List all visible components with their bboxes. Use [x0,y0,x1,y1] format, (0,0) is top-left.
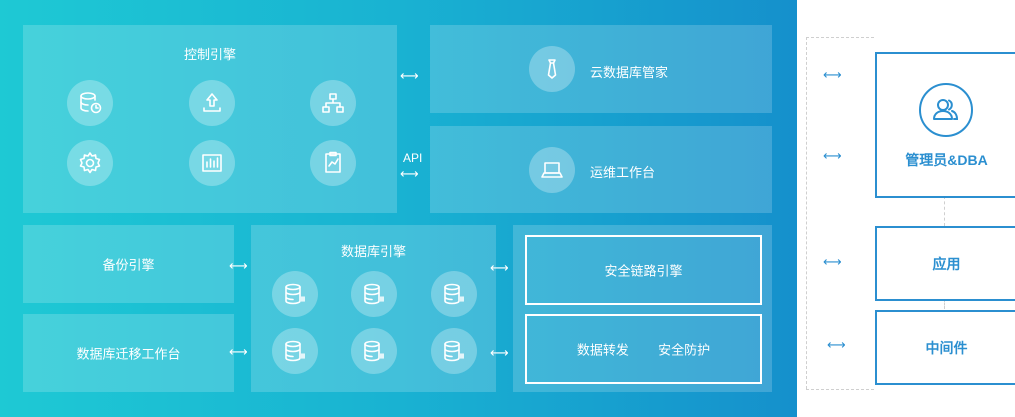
db-engine-panel: 数据库引擎 [251,225,496,392]
upload-icon [189,80,235,126]
ops-workbench-label: 运维工作台 [590,165,656,180]
network-icon [310,80,356,126]
arrow-application: ⟷ [823,254,842,269]
database-icon [351,271,397,317]
admin-dba-box: 管理员&DBA [875,52,1015,198]
secure-link-engine-label: 安全链路引擎 [604,263,683,279]
control-engine-panel: 控制引擎 [23,25,397,213]
dashed-connector [944,299,945,309]
arrow-control-ops: ⟷ [400,166,419,181]
arrow-admin-2: ⟷ [823,148,842,163]
secure-link-container [513,225,772,392]
backup-engine-label: 备份引擎 [102,257,155,273]
arrow-migration-db: ⟷ [229,344,248,359]
bar-chart-icon [189,140,235,186]
data-forward-label: 数据转发 [576,342,629,358]
middleware-label: 中间件 [925,339,968,356]
arrow-db-securelink: ⟷ [490,260,509,275]
database-icon [431,328,477,374]
middleware-box: 中间件 [875,310,1015,385]
architecture-background [0,0,797,417]
security-protect-label: 安全防护 [658,342,711,358]
dashed-frame-bottom [806,389,874,390]
arrow-middleware: ⟷ [827,337,846,352]
arrow-db-forward: ⟷ [490,345,509,360]
gear-icon [67,140,113,186]
dashed-frame-left [806,37,807,389]
migration-workbench-panel: 数据库迁移工作台 [23,314,234,392]
forward-protect-box: 数据转发 安全防护 [525,314,762,384]
application-label: 应用 [932,255,961,272]
users-icon [919,83,973,137]
ops-workbench-panel: 运维工作台 [430,126,772,213]
secure-link-engine-box: 安全链路引擎 [525,235,762,305]
migration-workbench-label: 数据库迁移工作台 [76,346,181,362]
arrow-control-cloud: ⟷ [400,68,419,83]
database-refresh-icon [67,80,113,126]
application-box: 应用 [875,226,1015,301]
db-engine-title: 数据库引擎 [340,244,406,259]
api-label: API [403,151,423,165]
arrow-admin-1: ⟷ [823,67,842,82]
control-engine-title: 控制引擎 [183,47,236,62]
database-icon [272,328,318,374]
database-icon [431,271,477,317]
database-icon [272,271,318,317]
laptop-icon [529,147,575,193]
database-icon [351,328,397,374]
tie-icon [529,46,575,92]
clipboard-icon [310,140,356,186]
cloud-dba-label: 云数据库管家 [590,65,669,80]
backup-engine-panel: 备份引擎 [23,225,234,303]
dashed-connector [944,196,945,226]
arrow-backup-db: ⟷ [229,258,248,273]
admin-dba-label: 管理员&DBA [905,152,988,168]
cloud-dba-panel: 云数据库管家 [430,25,772,113]
dashed-frame-top [806,37,874,38]
